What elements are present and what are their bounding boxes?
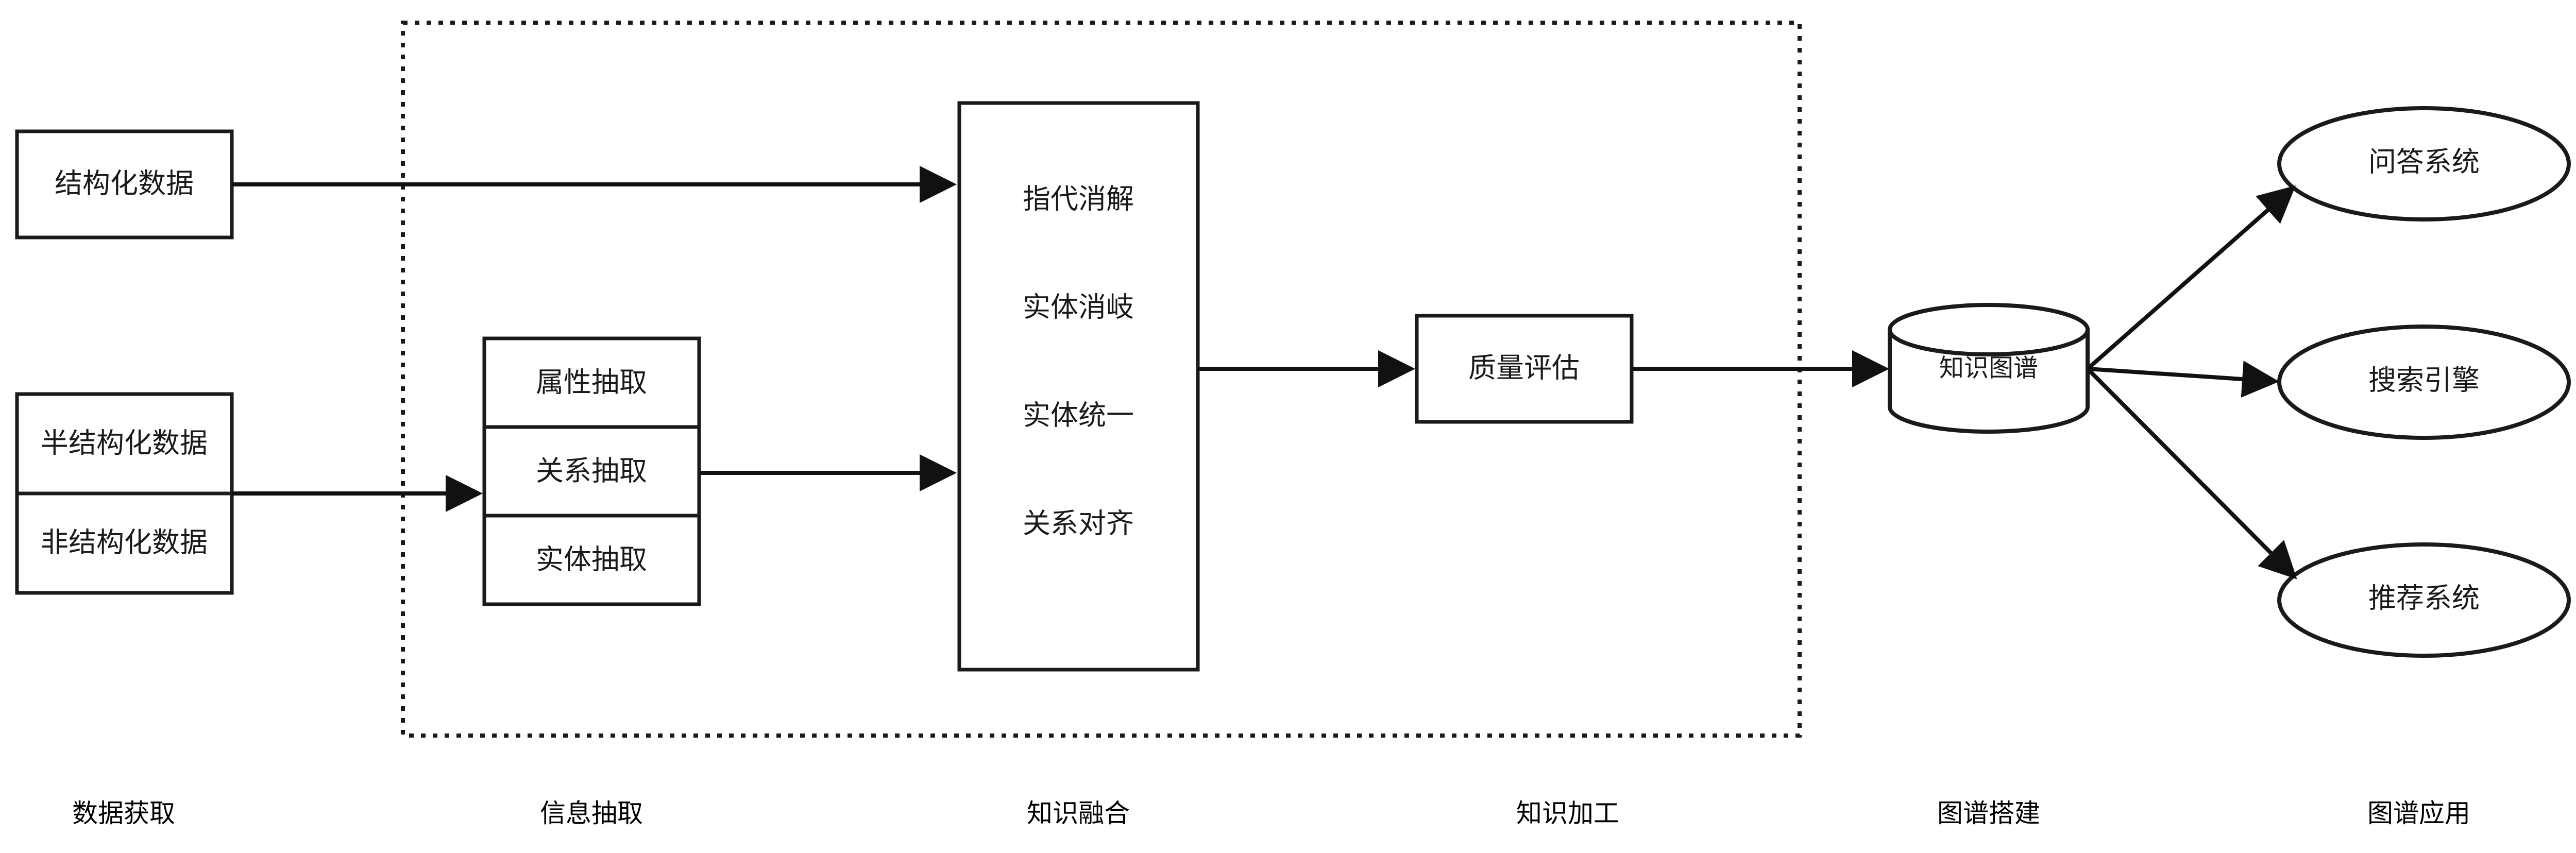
node-knowledge-fusion[interactable]: 指代消解 实体消岐 实体统一 关系对齐: [957, 101, 1200, 672]
node-relation-extraction-label: 关系抽取: [536, 455, 647, 486]
node-recommendation-system-label: 推荐系统: [2368, 583, 2480, 613]
pipeline-group-boundary: [401, 21, 1802, 738]
stage-label-information-extraction: 信息抽取: [540, 799, 643, 828]
node-attribute-extraction[interactable]: 属性抽取: [482, 336, 701, 429]
node-structured-data-label: 结构化数据: [55, 168, 194, 199]
stage-label-data-acquisition: 数据获取: [72, 799, 175, 828]
node-attribute-extraction-label: 属性抽取: [536, 367, 647, 398]
node-relation-extraction[interactable]: 关系抽取: [482, 425, 701, 518]
node-structured-data[interactable]: 结构化数据: [15, 129, 234, 240]
node-quality-assessment-label: 质量评估: [1468, 352, 1580, 383]
node-entity-extraction-label: 实体抽取: [536, 544, 647, 575]
node-relation-alignment-label: 关系对齐: [1023, 508, 1134, 539]
node-semi-structured-data-label: 半结构化数据: [41, 428, 208, 458]
node-quality-assessment[interactable]: 质量评估: [1415, 314, 1634, 424]
stage-label-graph-construction: 图谱搭建: [1937, 799, 2040, 828]
edge-graph-to-qa: [2086, 185, 2296, 371]
node-knowledge-graph-label: 知识图谱: [1939, 355, 2038, 382]
node-recommendation-system[interactable]: 推荐系统: [2277, 542, 2571, 658]
node-qa-system[interactable]: 问答系统: [2277, 106, 2571, 221]
node-knowledge-graph[interactable]: 知识图谱: [1888, 303, 2090, 434]
node-entity-unification-label: 实体统一: [1023, 400, 1134, 431]
node-unstructured-data-label: 非结构化数据: [41, 527, 208, 558]
node-unstructured-data[interactable]: 非结构化数据: [15, 491, 234, 595]
stage-label-knowledge-processing: 知识加工: [1516, 799, 1619, 828]
node-qa-system-label: 问答系统: [2368, 146, 2480, 177]
node-semi-structured-data[interactable]: 半结构化数据: [15, 392, 234, 496]
node-search-engine[interactable]: 搜索引擎: [2277, 325, 2571, 440]
node-search-engine-label: 搜索引擎: [2368, 365, 2480, 396]
node-entity-disambiguation-label: 实体消岐: [1023, 292, 1134, 322]
edge-graph-to-search: [2087, 361, 2279, 398]
node-entity-extraction[interactable]: 实体抽取: [482, 514, 701, 606]
edge-graph-to-recommendation: [2086, 367, 2297, 579]
stage-label-graph-application: 图谱应用: [2367, 799, 2470, 828]
stage-label-knowledge-fusion: 知识融合: [1027, 799, 1130, 828]
node-coreference-resolution-label: 指代消解: [1023, 183, 1134, 214]
